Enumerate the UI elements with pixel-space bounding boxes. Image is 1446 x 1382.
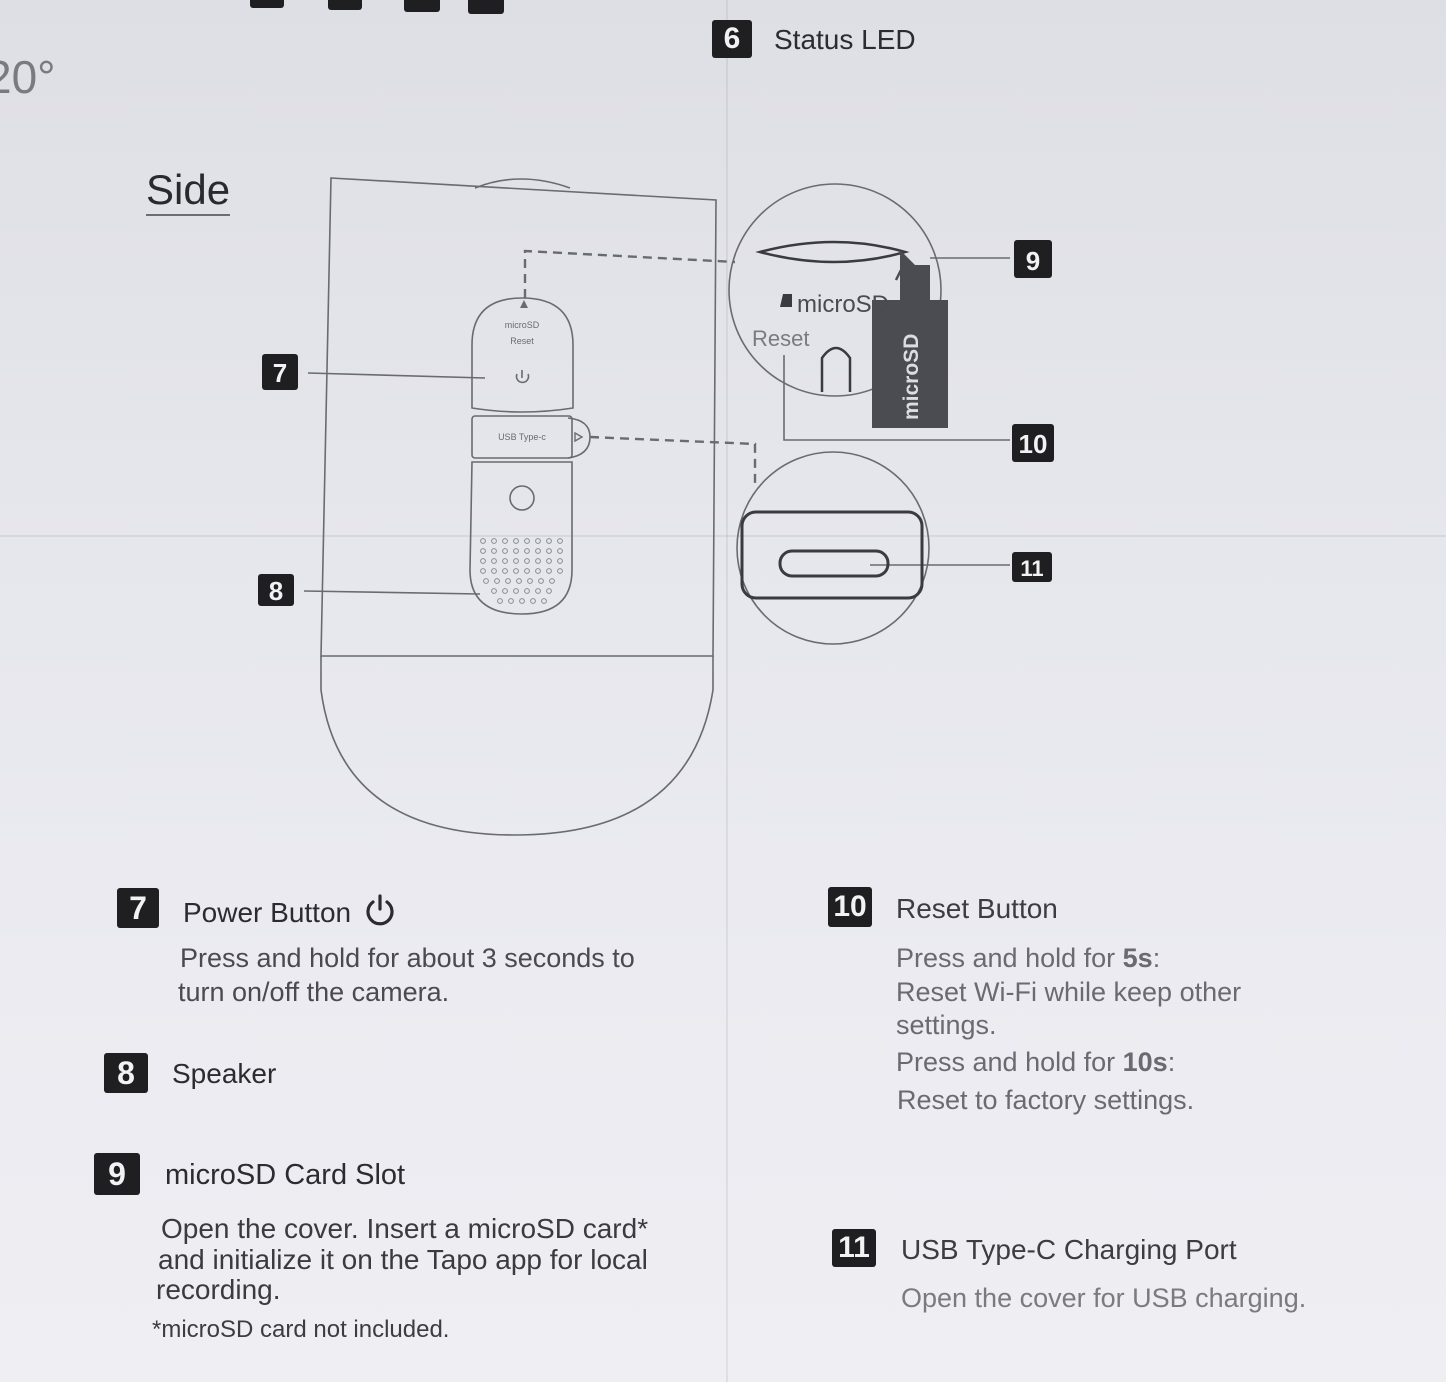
reset-button-badge: 10: [828, 887, 872, 927]
reset-line-1-duration: 5s: [1122, 943, 1153, 973]
cropped-angle-text: 20°: [0, 51, 56, 103]
callout-10-label: 10: [1019, 429, 1048, 459]
usb-cover-outline: [471, 415, 573, 459]
microsd-slot-description-line-3: recording.: [156, 1274, 281, 1305]
camera-base-outline: [320, 656, 714, 836]
reset-button-description-line-5: Reset to factory settings.: [897, 1085, 1195, 1115]
reset-line-4-duration: 10s: [1122, 1047, 1168, 1077]
reset-button-description-line-4: Press and hold for 10s:: [896, 1046, 1175, 1079]
callout-11-label: 11: [1020, 556, 1043, 581]
camera-body-outline: [320, 177, 717, 657]
power-button-description-line-2: turn on/off the camera.: [178, 977, 450, 1007]
speaker-panel-outline: [469, 461, 573, 615]
reset-button-description-line-3: settings.: [896, 1010, 997, 1040]
power-icon: [366, 894, 394, 926]
speaker-title: Speaker: [172, 1058, 277, 1089]
microsd-card-illustration: microSD: [872, 250, 948, 428]
callout-11: 11: [1012, 552, 1052, 582]
usb-port-badge: 11: [832, 1229, 876, 1267]
zoom-label-reset: Reset: [752, 326, 809, 351]
microsd-cover-outline: [471, 297, 574, 413]
reset-line-1-prefix: Press and hold for: [896, 943, 1123, 973]
reset-line-4-suffix: :: [1167, 1047, 1176, 1077]
callout-9-label: 9: [1026, 246, 1040, 276]
reset-button-description-line-2: Reset Wi-Fi while keep other: [896, 977, 1242, 1007]
microsd-not-included-note: *microSD card not included.: [152, 1316, 450, 1343]
callout-7-label: 7: [273, 358, 287, 388]
zoom-circle-usb: [736, 451, 930, 645]
power-button-title: Power Button: [183, 893, 397, 929]
camera-top-lens-edge: [474, 178, 571, 189]
side-title: Side: [146, 168, 231, 216]
usb-port-description: Open the cover for USB charging.: [901, 1283, 1307, 1313]
paper-fold-horizontal: [0, 535, 1446, 537]
callout-10: 10: [1012, 424, 1054, 462]
status-led-badge: 6: [712, 20, 752, 58]
power-button-title-text: Power Button: [183, 897, 352, 928]
speaker-grille: [480, 538, 563, 604]
callout-9: 9: [1014, 240, 1052, 278]
microsd-slot-description-line-2: and initialize it on the Tapo app for lo…: [158, 1244, 648, 1275]
callout-8-label: 8: [269, 576, 283, 606]
usb-port-title: USB Type-C Charging Port: [901, 1234, 1237, 1265]
cropped-badge-strip: [250, 0, 510, 14]
reset-button-description-line-1: Press and hold for 5s:: [896, 942, 1160, 975]
reset-line-4-prefix: Press and hold for: [896, 1047, 1123, 1077]
reset-button-title: Reset Button: [896, 893, 1058, 924]
zoom-label-microsd: microSD: [797, 291, 889, 318]
power-button-description-line-1: Press and hold for about 3 seconds to: [180, 943, 635, 973]
status-led-label: Status LED: [774, 24, 916, 55]
reset-line-1-suffix: :: [1152, 943, 1161, 973]
card-label: microSD: [900, 334, 923, 420]
panel-power-icon: [515, 370, 530, 384]
microsd-slot-title: microSD Card Slot: [165, 1159, 406, 1191]
panel-label-usb: USB Type-c: [498, 432, 546, 442]
speaker-badge: 8: [104, 1053, 148, 1093]
power-button-badge: 7: [117, 888, 159, 928]
status-hole: [509, 485, 535, 511]
panel-label-microsd: microSD: [505, 320, 540, 330]
panel-label-reset: Reset: [510, 336, 534, 346]
microsd-slot-badge: 9: [94, 1153, 140, 1195]
paper-fold-vertical: [726, 0, 728, 1382]
camera-side-diagram: microSD microSD Reset USB Type-c microSD…: [258, 177, 1054, 836]
microsd-slot-description-line-1: Open the cover. Insert a microSD card*: [161, 1213, 649, 1244]
callout-8: 8: [258, 574, 294, 606]
zoom-circle-microsd: [728, 183, 942, 397]
callout-7: 7: [262, 354, 298, 390]
